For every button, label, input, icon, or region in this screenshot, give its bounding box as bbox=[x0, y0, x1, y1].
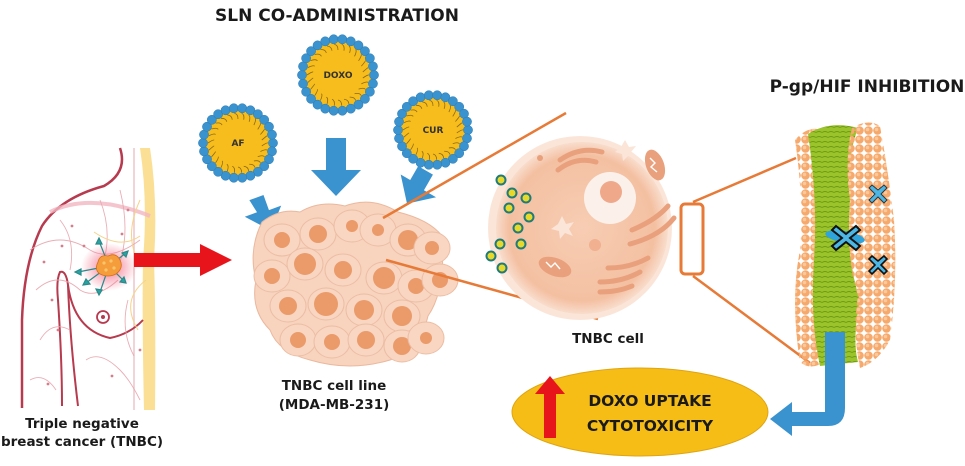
tnbc-cell-line-tissue bbox=[252, 201, 459, 367]
drug-particle bbox=[520, 192, 532, 204]
drug-particle bbox=[506, 187, 518, 199]
arrow-cur bbox=[400, 166, 437, 204]
tissue-cell bbox=[407, 321, 445, 355]
blocked-transporter-top bbox=[868, 184, 888, 204]
tissue-cell bbox=[365, 261, 403, 295]
breast-anatomy-illustration bbox=[20, 147, 156, 410]
patient-caption-line1: Triple negative bbox=[25, 416, 139, 432]
drug-particle bbox=[515, 238, 527, 250]
tissue-cell bbox=[383, 299, 421, 333]
outcome-line1: DOXO UPTAKE bbox=[588, 392, 711, 410]
cell-line-caption-line2: (MDA-MB-231) bbox=[279, 397, 390, 413]
tissue-cell bbox=[253, 259, 291, 293]
membrane-bilayer bbox=[795, 122, 896, 368]
drug-particle bbox=[494, 238, 506, 250]
tissue-cell bbox=[263, 223, 301, 257]
red-arrow-to-cell-line bbox=[134, 244, 232, 276]
drug-particle bbox=[496, 262, 508, 274]
drug-particle bbox=[512, 222, 524, 234]
drug-particle bbox=[485, 250, 497, 262]
tissue-cell bbox=[313, 325, 351, 359]
tissue-cell bbox=[421, 263, 459, 297]
tissue-cell bbox=[307, 287, 345, 321]
tumor bbox=[96, 254, 122, 277]
inhibition-title: P-gp/HIF INHIBITION bbox=[770, 77, 965, 97]
drug-particle bbox=[495, 174, 507, 186]
arrow-doxo bbox=[311, 138, 361, 196]
tissue-cell bbox=[347, 323, 385, 357]
tnbc-cell bbox=[488, 136, 705, 320]
tissue-cell bbox=[286, 247, 324, 281]
tissue-cell bbox=[269, 289, 307, 323]
tissue-cell bbox=[345, 293, 383, 327]
drug-particle bbox=[523, 211, 535, 223]
drug-particles bbox=[485, 174, 535, 274]
zoom-lines-membrane bbox=[692, 156, 811, 365]
patient-caption-line2: breast cancer (TNBC) bbox=[1, 434, 163, 450]
nanoparticle-label: CUR bbox=[423, 126, 444, 136]
sln-coadministration-title: SLN CO-ADMINISTRATION bbox=[215, 6, 459, 26]
outcome-line2: CYTOTOXICITY bbox=[587, 417, 714, 435]
increase-arrow-icon bbox=[535, 376, 565, 438]
drug-particle bbox=[503, 202, 515, 214]
cell-line-caption-line1: TNBC cell line bbox=[282, 378, 387, 394]
nanoparticle-cur: CUR bbox=[393, 90, 473, 170]
tissue-cell bbox=[299, 217, 337, 251]
nanoparticles-group: AF DOXO CUR bbox=[198, 34, 473, 183]
nipple-icon bbox=[96, 310, 110, 324]
outcome-ellipse: DOXO UPTAKE CYTOTOXICITY bbox=[511, 367, 769, 457]
membrane-zoom-box bbox=[679, 202, 705, 276]
nanoparticle-doxo: DOXO bbox=[297, 34, 379, 116]
nanoparticle-label: AF bbox=[231, 139, 244, 149]
blocked-transporter-bottom bbox=[867, 254, 889, 276]
tissue-cell bbox=[279, 323, 317, 357]
tissue-cell bbox=[413, 231, 451, 265]
blocked-pgp-transporter-large bbox=[825, 224, 865, 252]
blue-arrow-to-outcome bbox=[770, 332, 845, 436]
nanoparticle-af: AF bbox=[198, 103, 278, 183]
tissue-cell bbox=[324, 253, 362, 287]
nanoparticle-label: DOXO bbox=[323, 71, 352, 81]
cell-caption: TNBC cell bbox=[572, 331, 644, 347]
